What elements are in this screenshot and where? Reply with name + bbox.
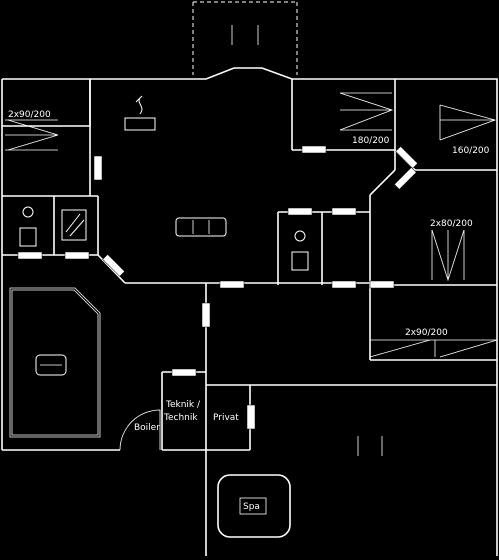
doors [17,145,418,451]
private-label: Privat [213,413,239,423]
marks [357,436,383,456]
beds [5,92,498,358]
hot-tub [217,474,291,538]
carport-outline [192,1,298,75]
utility-label-2: Technik [163,413,198,423]
toilet-icon [19,206,37,247]
interior-walls [2,79,497,451]
terrace-outline [9,287,101,438]
utility-label-1: Teknik / [165,400,201,410]
labels: 2x90/200 180/200 160/200 2x80/200 2x90/2… [8,110,490,512]
bed-top-left-label: 2x90/200 [8,110,51,120]
toilet-2-icon [291,230,309,271]
bed-top-right-label: 160/200 [452,146,490,156]
bed-lower-right-label: 2x90/200 [405,328,448,338]
hot-tub-label: Spa [243,502,260,512]
shower-icon [61,209,87,241]
boiler-label: Boiler [134,423,160,433]
outer-walls [1,67,498,556]
bed-right-icon [431,229,465,282]
bed-top-mid-icon [339,92,394,131]
bed-top-left-icon [5,119,59,151]
bed-top-right-icon [439,104,497,141]
bed-top-mid-label: 180/200 [352,136,390,146]
sauna-icon [35,354,67,376]
fireplace-icon [124,95,156,131]
bed-right-label: 2x80/200 [430,219,473,229]
sofa-icon [175,217,227,237]
bed-lower-right-icon [369,339,498,358]
